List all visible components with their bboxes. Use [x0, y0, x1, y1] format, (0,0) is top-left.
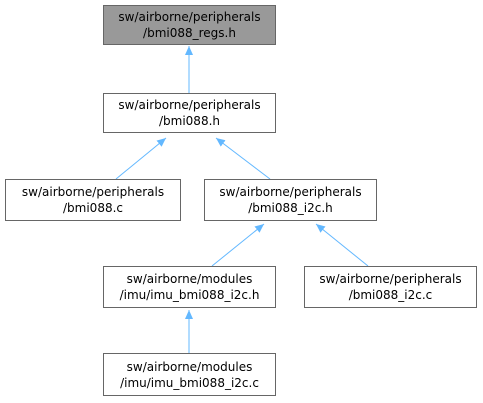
node-imu-bmi088-i2c-h[interactable]: sw/airborne/modules /imu/imu_bmi088_i2c.… — [103, 266, 276, 308]
node-line-2: /bmi088_i2c.h — [248, 201, 333, 215]
node-bmi088-regs-h: sw/airborne/peripherals /bmi088_regs.h — [103, 5, 276, 45]
node-line-2: /bmi088_i2c.c — [348, 288, 433, 302]
node-bmi088-i2c-h[interactable]: sw/airborne/peripherals /bmi088_i2c.h — [204, 179, 377, 221]
node-line-2: /imu/imu_bmi088_i2c.h — [119, 288, 260, 302]
node-bmi088-c[interactable]: sw/airborne/peripherals /bmi088.c — [5, 179, 181, 221]
node-line-1: sw/airborne/peripherals — [118, 98, 261, 112]
node-imu-bmi088-i2c-c[interactable]: sw/airborne/modules /imu/imu_bmi088_i2c.… — [103, 353, 276, 396]
node-line-1: sw/airborne/peripherals — [21, 185, 165, 199]
node-line-1: sw/airborne/peripherals — [219, 185, 362, 199]
node-line-1: sw/airborne/peripherals — [118, 10, 261, 24]
node-line-2: /bmi088_regs.h — [143, 26, 236, 40]
edge-bmi088c-to-bmi088h — [115, 137, 167, 180]
node-bmi088-h[interactable]: sw/airborne/peripherals /bmi088.h — [103, 93, 276, 133]
node-line-2: /bmi088.c — [63, 201, 123, 215]
node-line-1: sw/airborne/peripherals — [319, 272, 462, 286]
node-bmi088-i2c-c[interactable]: sw/airborne/peripherals /bmi088_i2c.c — [304, 266, 477, 308]
node-line-1: sw/airborne/modules — [126, 359, 253, 374]
edge-imuh-to-i2ch — [211, 223, 265, 267]
node-line-2: /bmi088.h — [158, 114, 220, 128]
edge-i2cc-to-i2ch — [315, 223, 369, 267]
edge-i2ch-to-bmi088h — [215, 137, 271, 180]
node-line-2: /imu/imu_bmi088_i2c.c — [120, 375, 259, 390]
node-line-1: sw/airborne/modules — [126, 272, 253, 286]
